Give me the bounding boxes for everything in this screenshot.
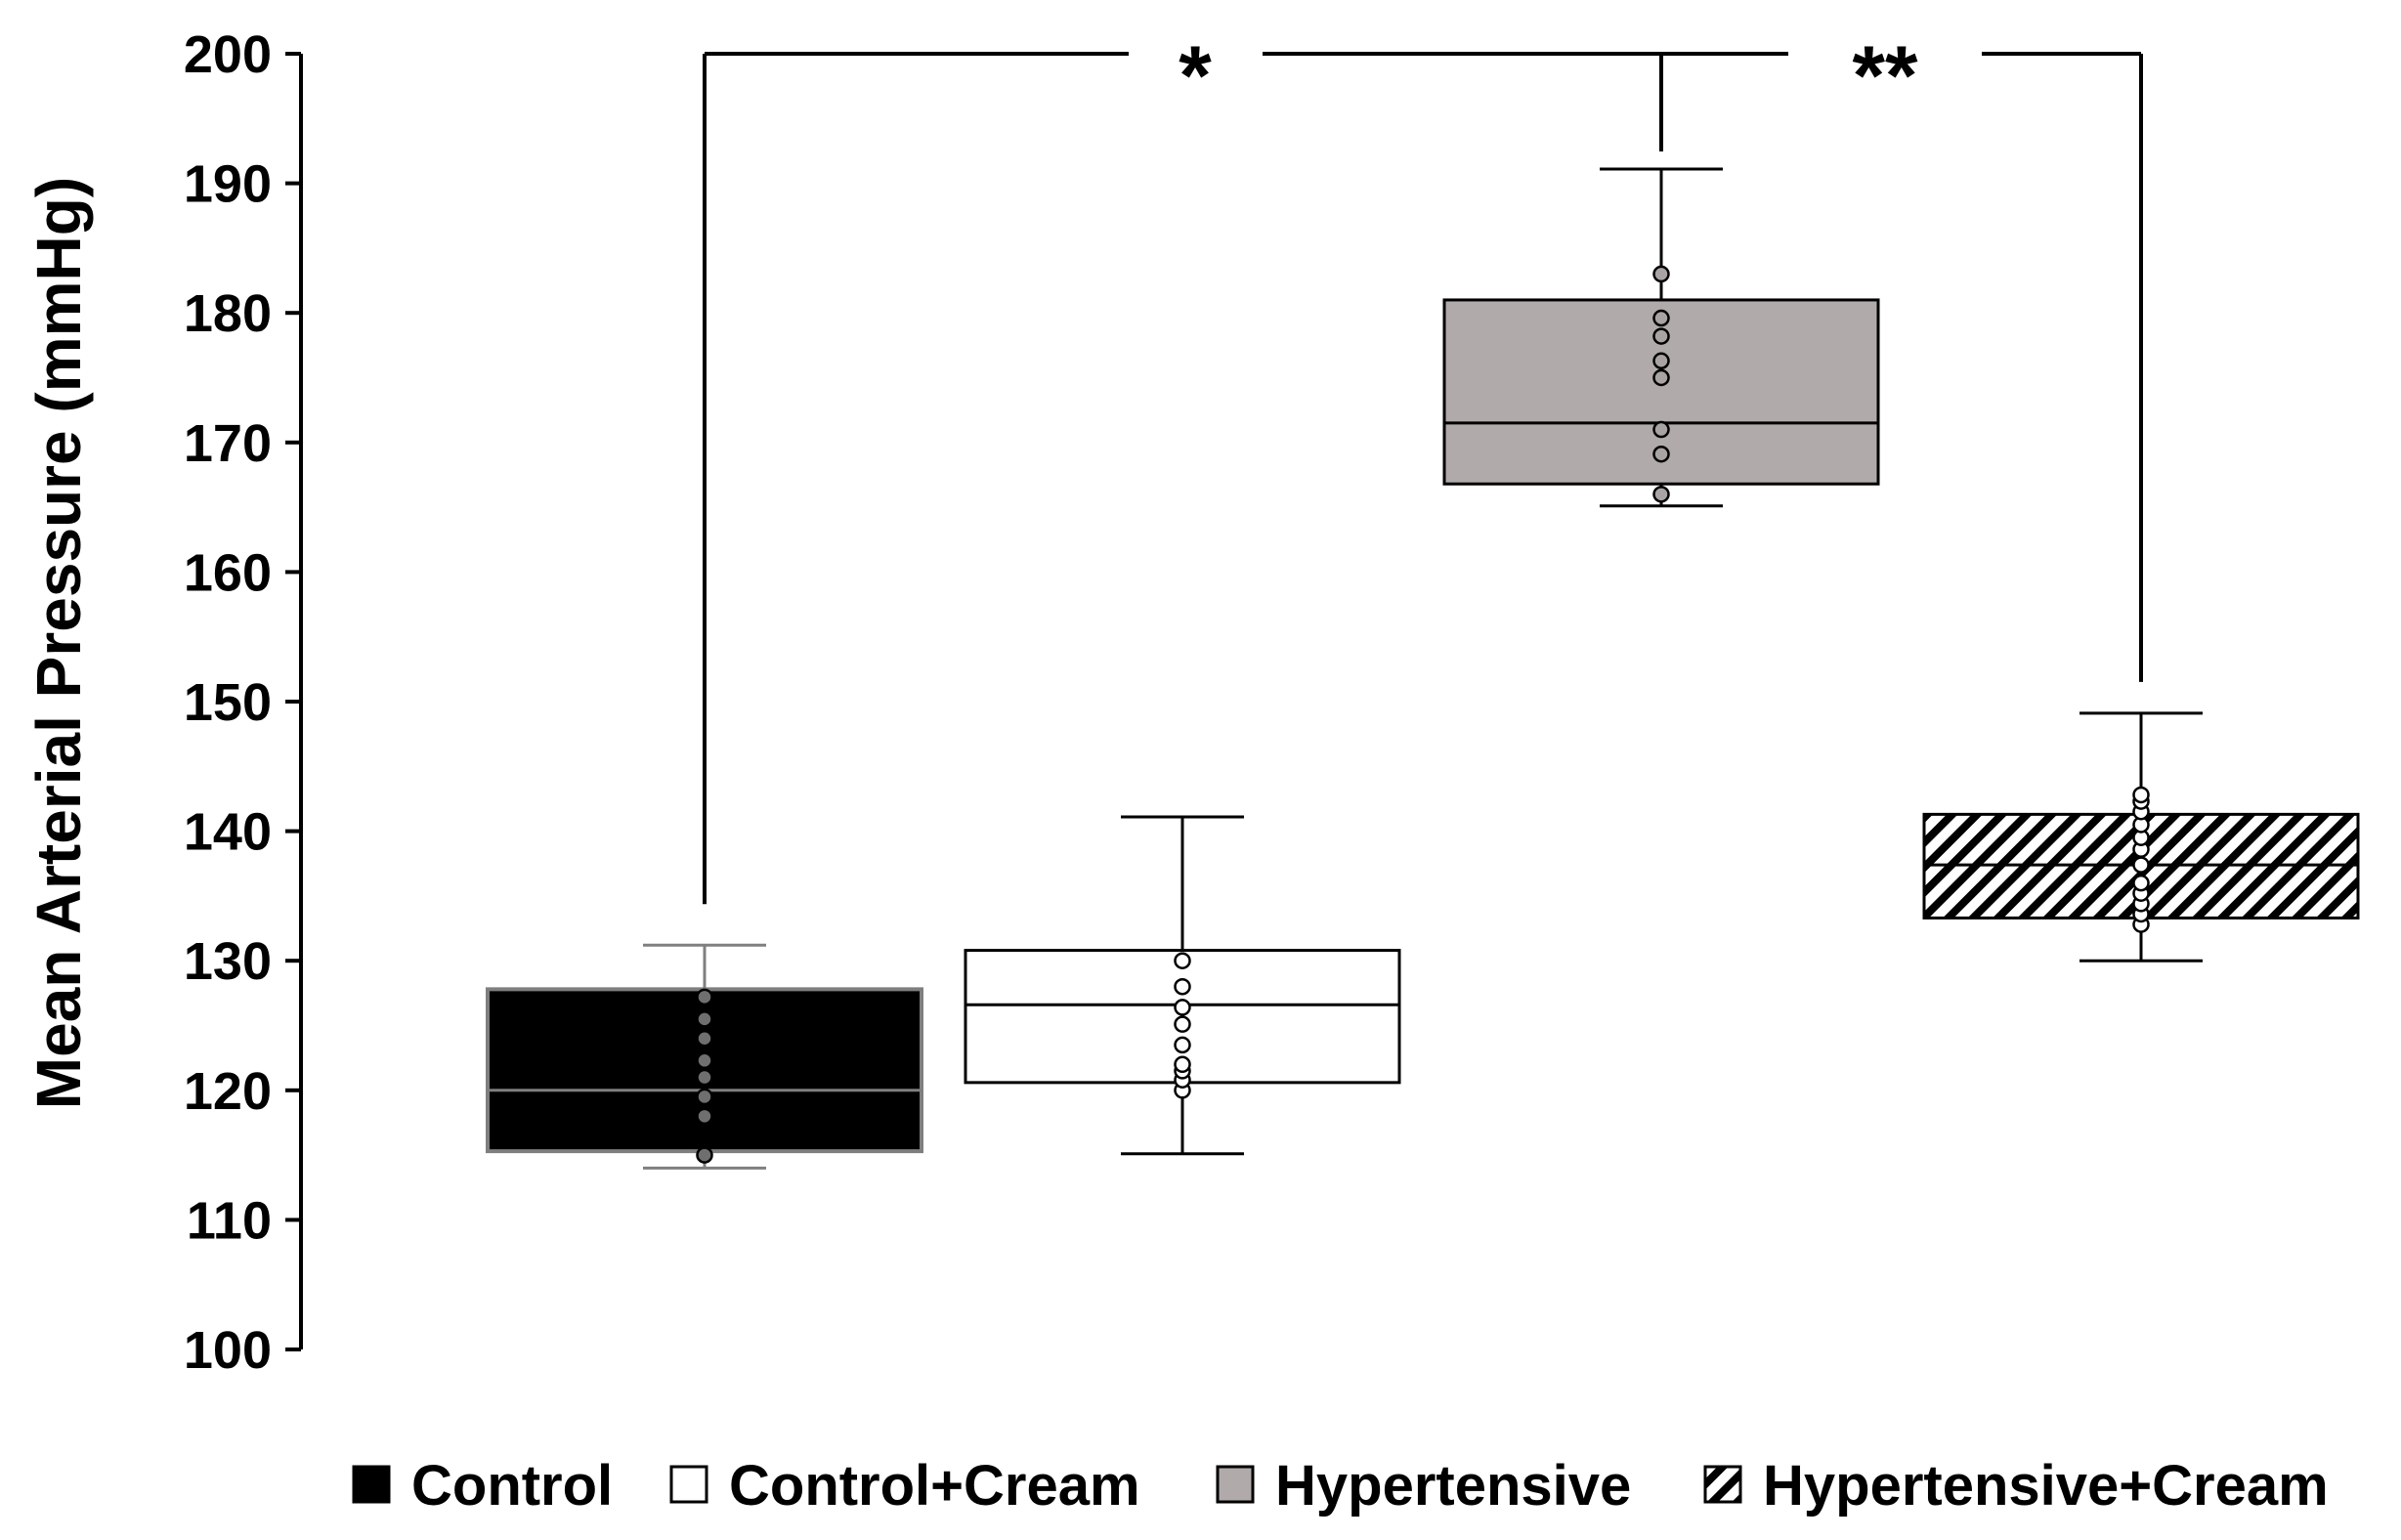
legend: Control Control+Cream Hypertensive Hyperten… bbox=[352, 1454, 2329, 1518]
box-group bbox=[964, 815, 1401, 1156]
data-point bbox=[1174, 999, 1191, 1016]
legend-swatch bbox=[1216, 1465, 1255, 1504]
data-point bbox=[696, 1088, 713, 1106]
y-tick-label: 200 bbox=[184, 25, 272, 84]
box-group bbox=[1922, 711, 2360, 962]
y-axis: 100 110 120 130 140 150 160 170 180 190 200 bbox=[184, 25, 303, 1380]
box-group bbox=[1442, 167, 1880, 508]
data-point bbox=[696, 1107, 713, 1126]
significance-label: ** bbox=[1853, 29, 1918, 123]
y-tick-label: 130 bbox=[184, 932, 272, 991]
legend-swatch bbox=[352, 1465, 391, 1504]
legend-swatch bbox=[1703, 1465, 1742, 1504]
data-point bbox=[1174, 1055, 1191, 1074]
legend-label: Hypertensive+Cream bbox=[1763, 1454, 2329, 1518]
data-point bbox=[1652, 420, 1670, 439]
data-point bbox=[696, 1010, 713, 1028]
significance-label: * bbox=[1179, 29, 1212, 123]
legend-label: Control bbox=[411, 1454, 613, 1518]
data-point bbox=[1652, 352, 1670, 370]
data-point bbox=[1652, 445, 1670, 463]
data-point bbox=[2132, 856, 2150, 874]
data-point bbox=[2132, 874, 2150, 892]
box-group bbox=[486, 943, 923, 1170]
data-point bbox=[1174, 952, 1191, 969]
data-point bbox=[2132, 786, 2150, 804]
data-point bbox=[1652, 265, 1670, 283]
significance-brackets: *** bbox=[703, 29, 2143, 905]
data-point bbox=[696, 1030, 713, 1048]
data-point bbox=[1652, 309, 1670, 327]
box-groups bbox=[486, 167, 2360, 1170]
y-tick-label: 150 bbox=[184, 673, 272, 732]
data-point bbox=[1652, 368, 1670, 387]
data-point bbox=[696, 1068, 713, 1087]
data-point bbox=[696, 1146, 713, 1164]
y-tick-label: 190 bbox=[184, 155, 272, 214]
y-axis-label: Mean Arterial Pressure (mmHg) bbox=[23, 177, 94, 1109]
legend-label: Hypertensive bbox=[1275, 1454, 1631, 1518]
legend-label: Control+Cream bbox=[729, 1454, 1140, 1518]
y-tick-label: 160 bbox=[184, 543, 272, 602]
data-point bbox=[696, 1051, 713, 1070]
data-point bbox=[696, 988, 713, 1006]
data-point bbox=[1174, 1015, 1191, 1033]
y-tick-label: 100 bbox=[184, 1321, 272, 1380]
legend-swatch bbox=[669, 1465, 708, 1504]
data-point bbox=[1652, 486, 1670, 503]
y-tick-label: 140 bbox=[184, 803, 272, 862]
y-tick-label: 110 bbox=[187, 1191, 272, 1250]
data-point bbox=[1652, 327, 1670, 345]
data-point bbox=[1174, 977, 1191, 996]
data-point bbox=[1174, 1036, 1191, 1054]
y-tick-label: 120 bbox=[184, 1062, 272, 1121]
y-tick-label: 170 bbox=[184, 414, 272, 473]
y-tick-label: 180 bbox=[184, 284, 272, 343]
